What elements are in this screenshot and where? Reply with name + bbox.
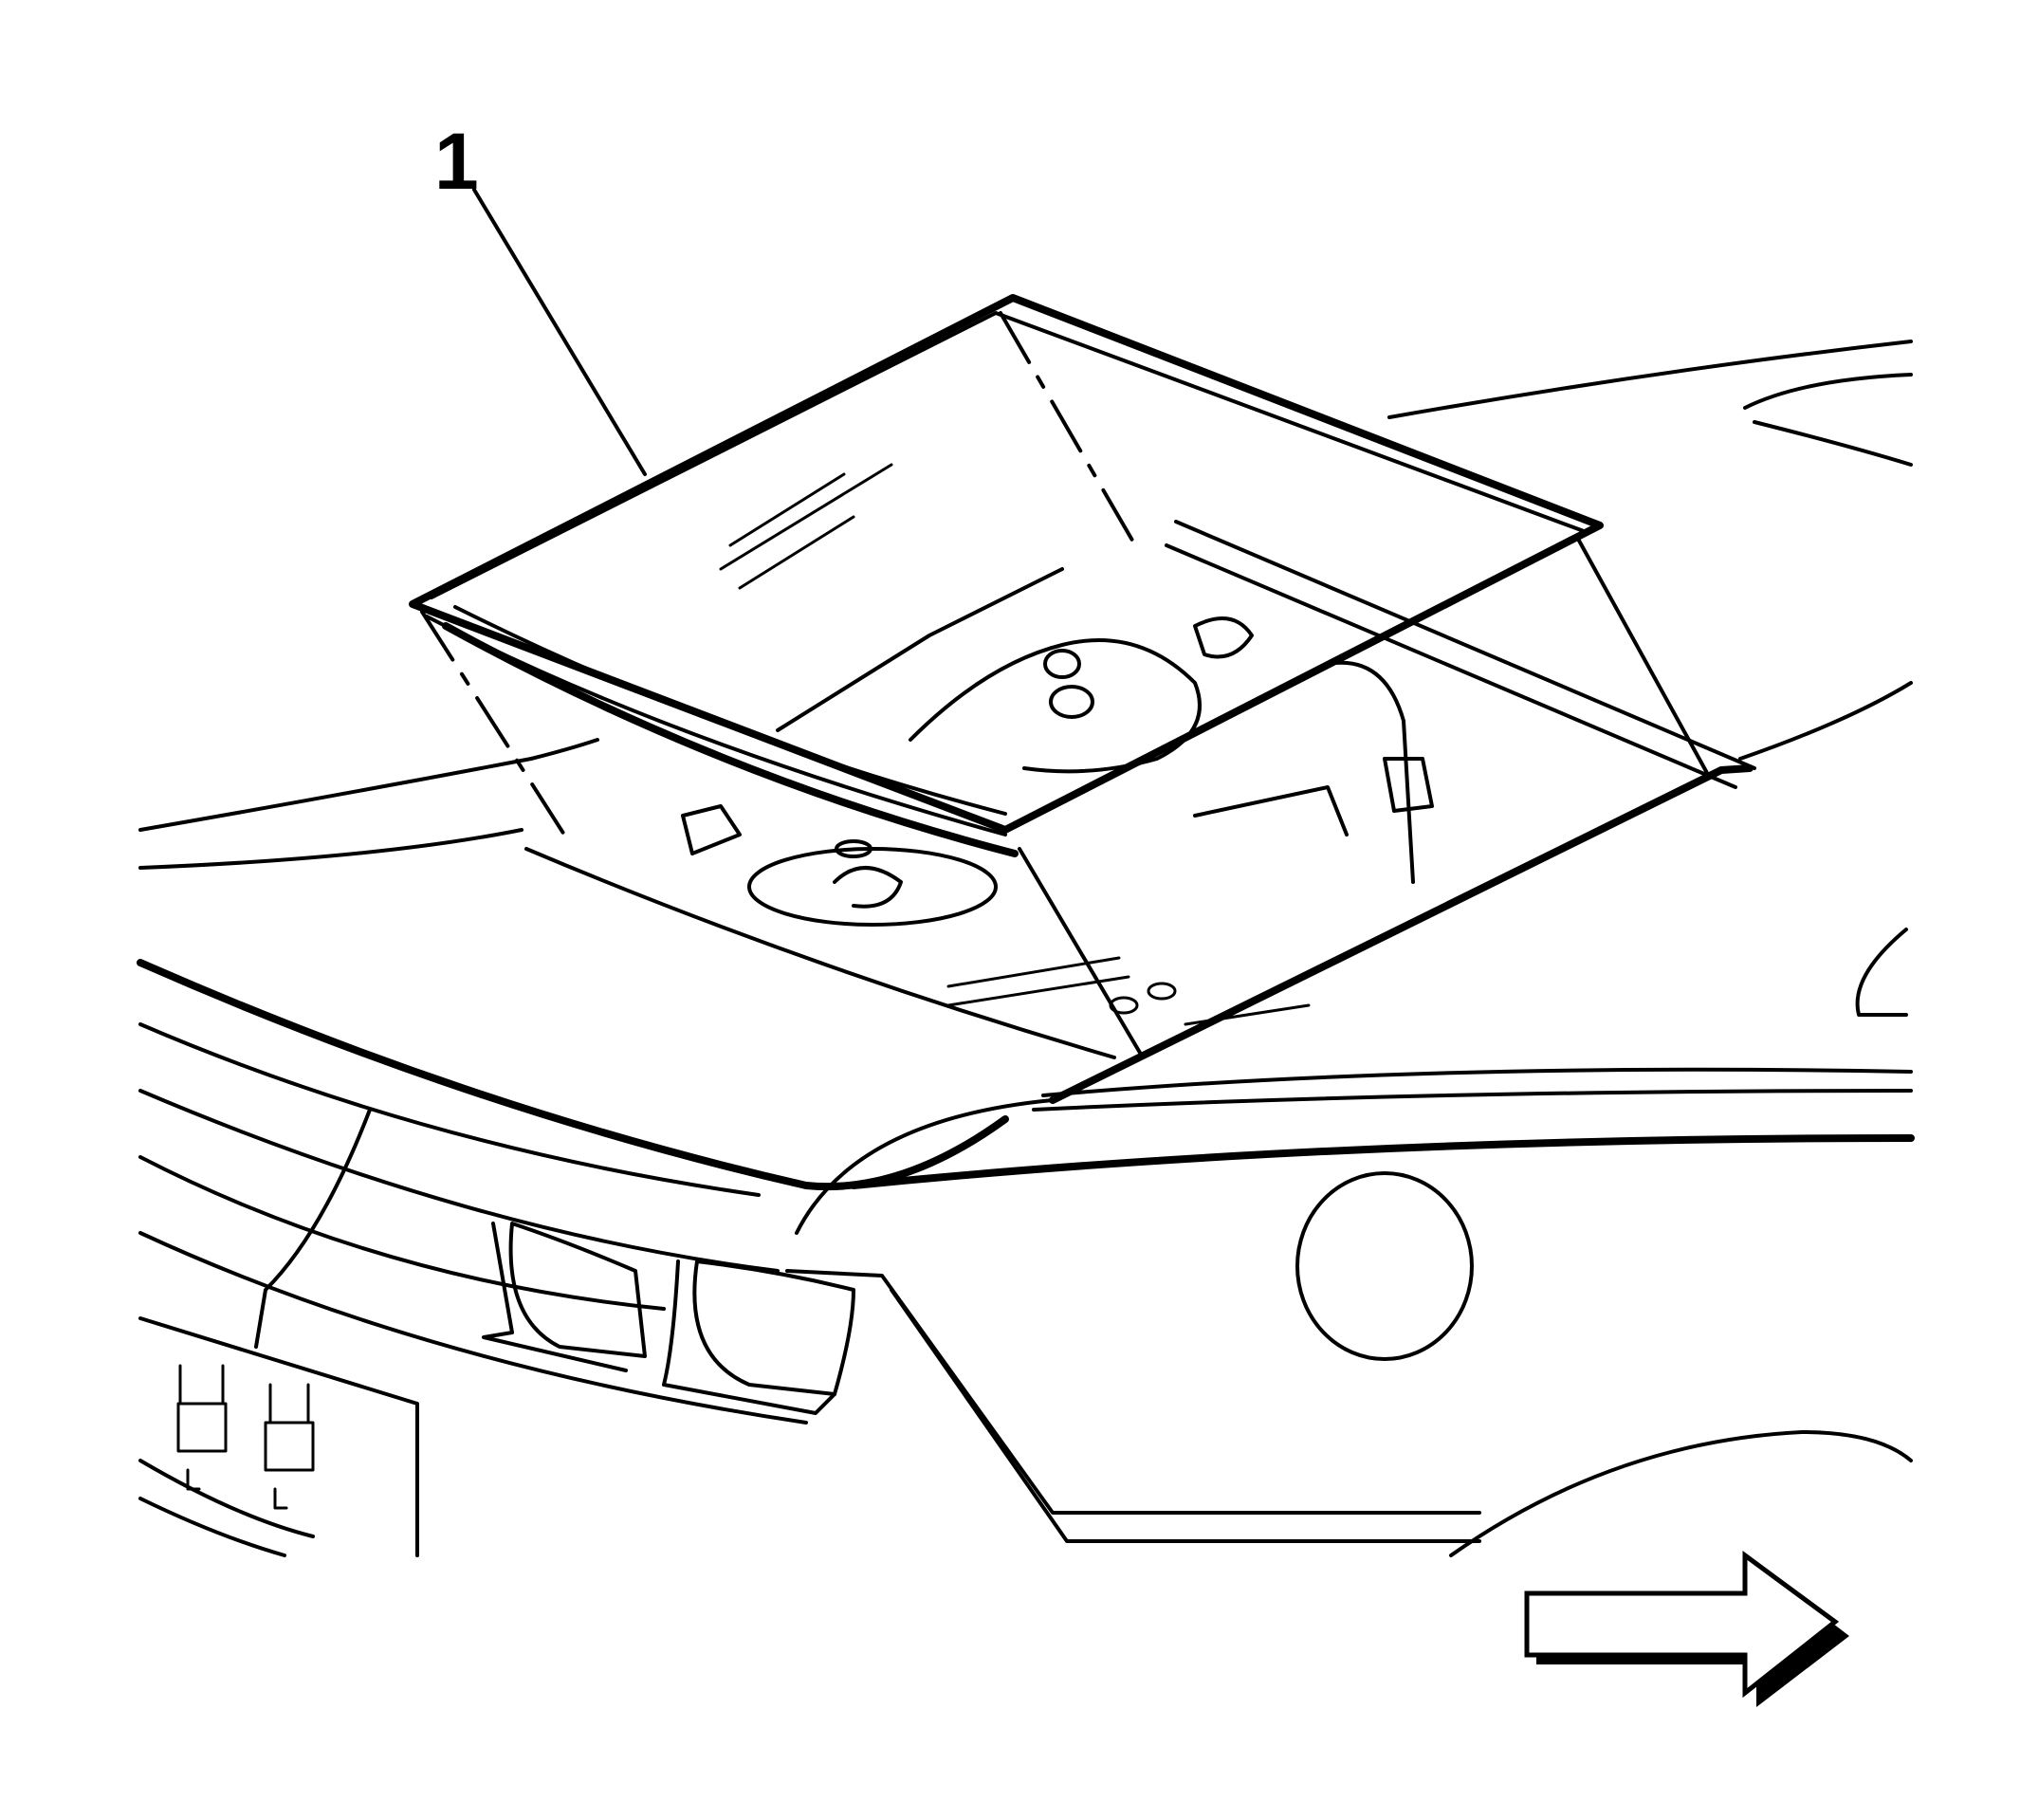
- vehicle-body: [137, 340, 1915, 1557]
- forward-direction-arrow-icon: [1524, 1551, 1849, 1707]
- callout-number-1: 1: [434, 117, 479, 206]
- callout-leader-line: [472, 188, 647, 476]
- window-opening: [524, 520, 1756, 1104]
- installation-guide-lines: [420, 311, 1709, 1059]
- rear-window-glass: [409, 294, 1604, 857]
